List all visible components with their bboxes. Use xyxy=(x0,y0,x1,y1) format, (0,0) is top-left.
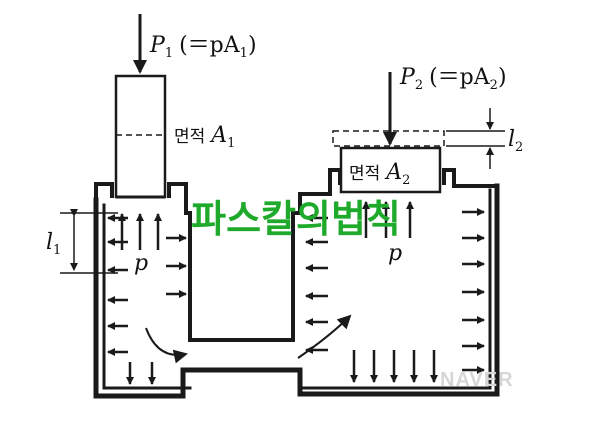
pressure-arrows xyxy=(107,201,485,385)
flow-arrow-left xyxy=(145,327,188,364)
vessel-outline xyxy=(93,168,500,399)
force-2-label: P2(＝pA2) xyxy=(399,65,507,93)
pressure-right-label: p xyxy=(388,241,402,266)
right-flange-right xyxy=(442,168,499,188)
force-1-label: P1(＝pA1) xyxy=(149,33,257,61)
length-1-label: l1 xyxy=(46,230,61,258)
channel-divider xyxy=(188,211,295,342)
naver-watermark: NAVER xyxy=(440,369,514,391)
title-overlay: 파스칼의법칙 xyxy=(191,197,401,241)
pressure-left-label: p xyxy=(134,251,148,276)
outer-wall xyxy=(93,183,500,399)
flow-arrow-right xyxy=(297,314,352,359)
piston-1 xyxy=(114,74,167,199)
left-flange-left xyxy=(94,182,114,202)
inner-wall-right xyxy=(298,188,492,390)
length-2-dimension xyxy=(446,108,505,169)
left-flange-right xyxy=(167,182,192,215)
inner-wall-left xyxy=(102,203,192,390)
piston-2 xyxy=(332,130,445,194)
length-2-label: l2 xyxy=(508,127,523,155)
